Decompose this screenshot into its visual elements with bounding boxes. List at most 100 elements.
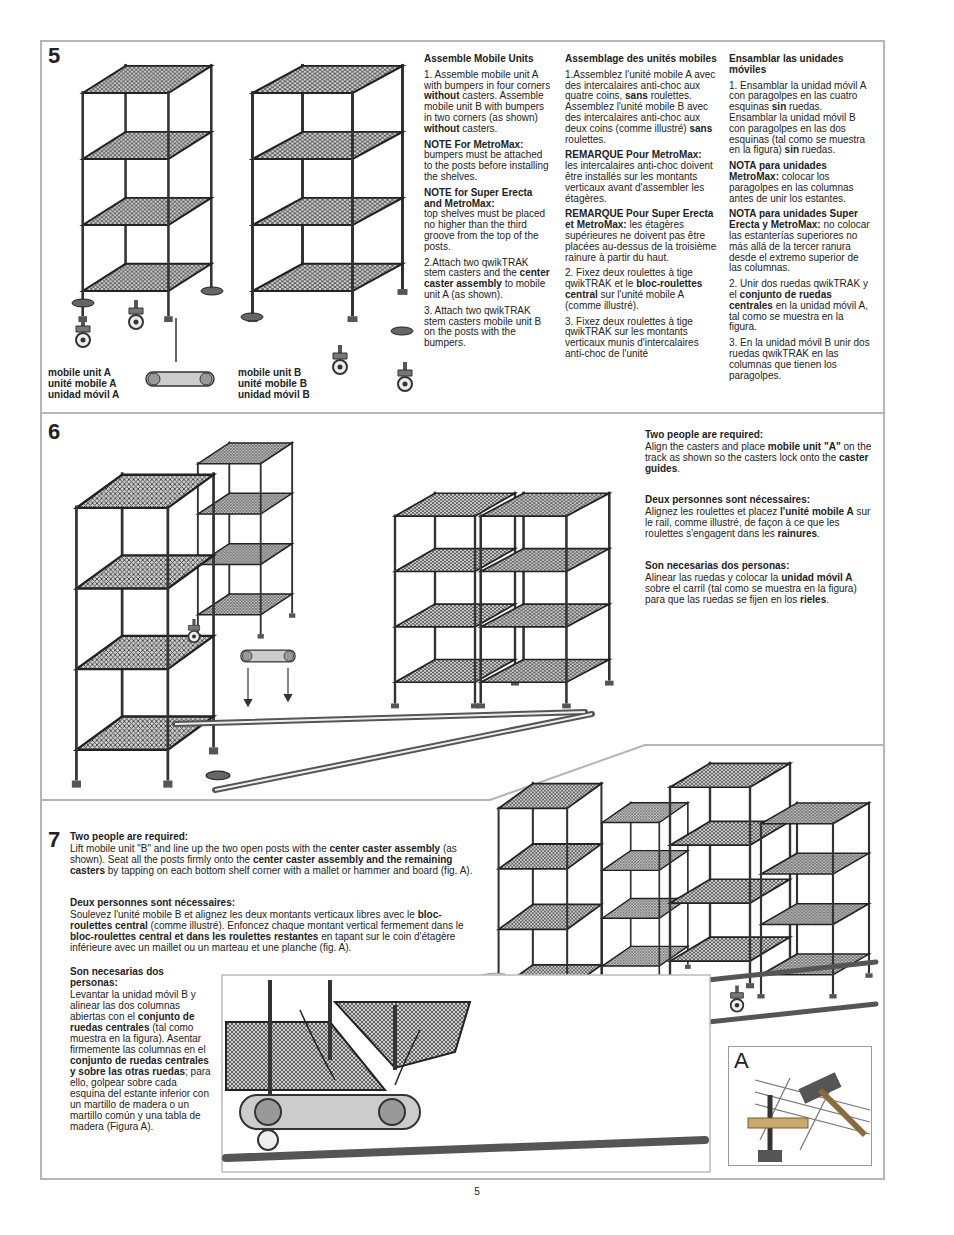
bold-text: sans	[690, 123, 713, 134]
paragraph: Soulevez l'unité mobile B et alignez les…	[70, 909, 482, 953]
body-text: Align the casters and place	[645, 441, 765, 452]
bold-text: Deux personnes sont nécessaires:	[70, 897, 235, 908]
bold-text: Two people are required:	[70, 831, 188, 842]
paragraph: Alignez les roulettes et placez l'unité …	[645, 506, 873, 539]
body-text: .	[817, 528, 820, 539]
paragraph: Align the casters and place mobile unit …	[645, 441, 873, 474]
bold-text: sin	[772, 101, 786, 112]
body-text: 2.Attach two qwikTRAK stem casters and t…	[424, 257, 528, 279]
bold-text: Assemblage des unités mobiles	[565, 53, 717, 64]
paragraph: A	[734, 1049, 758, 1073]
bold-text: 7	[48, 827, 60, 852]
paragraph: Ensamblar las unidades móviles	[729, 54, 871, 76]
bold-text: without	[424, 123, 460, 134]
page-number: 5	[467, 1186, 487, 1197]
paragraph: NOTE For MetroMax:bumpers must be attach…	[424, 140, 552, 183]
bold-text: mobile unit "A"	[768, 441, 841, 452]
body-text: .	[677, 463, 680, 474]
text-column: mobile unit B unité mobile B unidad móvi…	[238, 367, 326, 400]
bold-text: without	[424, 90, 460, 101]
body-text: bumpers must be attached to the posts be…	[424, 149, 549, 182]
body-text: Lift mobile unit "B" and line up the two…	[70, 843, 327, 854]
paragraph: 2. Fixez deux roulettes à tige qwikTRAK …	[565, 268, 717, 311]
bold-text: rainures	[778, 528, 817, 539]
bold-text: mobile unit B unité mobile B unidad móvi…	[238, 367, 310, 400]
body-text: roulettes.	[565, 134, 606, 145]
paragraph: 2. Unir dos ruedas qwikTRAK y el conjunt…	[729, 279, 871, 333]
bold-text: 5	[48, 43, 60, 68]
bold-text: sin	[785, 144, 799, 155]
paragraph: mobile unit A unité mobile A unidad móvi…	[48, 367, 136, 400]
bold-text: 6	[48, 419, 60, 444]
body-text: les intercalaires anti-choc doivent être…	[565, 160, 713, 203]
paragraph: NOTA para unidades Super Erecta y MetroM…	[729, 209, 871, 274]
bold-text: Assemble Mobile Units	[424, 53, 533, 64]
paragraph: 1. Assemble mobile unit A with bumpers i…	[424, 70, 552, 135]
body-text: Soulevez l'unité mobile B et alignez les…	[70, 909, 415, 920]
bold-text: unidad móvil A	[781, 572, 852, 583]
text-column: 5	[48, 44, 88, 68]
body-text: 3. En la unidad móvil B unir dos ruedas …	[729, 337, 870, 380]
paragraph: 1. Ensamblar la unidad móvil A con parag…	[729, 81, 871, 157]
text-column: Two people are required:Align the caster…	[645, 429, 873, 474]
paragraph: Two people are required:	[70, 831, 482, 842]
bold-text: NOTE For MetroMax:	[424, 140, 552, 151]
bold-text: REMARQUE Pour MetroMax:	[565, 149, 702, 160]
paragraph: Deux personnes sont nécessaires:	[70, 897, 482, 908]
paragraph: Deux personnes sont nécessaires:	[645, 494, 873, 505]
bold-text: mobile unit A unité mobile A unidad móvi…	[48, 367, 119, 400]
body-text: by tapping on each bottom shelf corner w…	[108, 865, 473, 876]
text-column: Deux personnes sont nécessaires:Soulevez…	[70, 897, 482, 953]
body-text: Alinear las ruedas y colocar la	[645, 572, 778, 583]
step-panel: 6 Two people are required:Align the caste…	[41, 413, 884, 800]
text-column: A	[734, 1049, 758, 1073]
body-text: 1. Assemble mobile unit A with bumpers i…	[424, 69, 550, 91]
text-column: Assemblage des unités mobiles 1.Assemblez…	[565, 54, 717, 360]
bold-text: bloc-roulettes central et dans les roule…	[70, 931, 318, 942]
paragraph: mobile unit B unité mobile B unidad móvi…	[238, 367, 326, 400]
text-column: 6	[48, 420, 88, 444]
text-column: mobile unit A unité mobile A unidad móvi…	[48, 367, 136, 400]
paragraph: Son necesarias dos personas:	[70, 966, 214, 988]
paragraph: Lift mobile unit "B" and line up the two…	[70, 843, 482, 876]
paragraph: 3. En la unidad móvil B unir dos ruedas …	[729, 338, 871, 381]
paragraph: Two people are required:	[645, 429, 873, 440]
body-text: 3. Fixez deux roulettes à tige qwikTRAK …	[565, 316, 699, 359]
body-text: A	[734, 1048, 749, 1073]
paragraph: Assemblage des unités mobiles	[565, 54, 717, 65]
body-text: .	[826, 594, 829, 605]
text-column: Two people are required:Lift mobile unit…	[70, 831, 482, 876]
figure-inset: A	[728, 1046, 872, 1166]
body-text: 3. Attach two qwikTRAK stem casters mobi…	[424, 305, 541, 348]
body-text: Alignez les roulettes et placez	[645, 506, 777, 517]
text-column: Son necesarias dos personas:Alinear las …	[645, 560, 873, 605]
bold-text: Two people are required:	[645, 429, 763, 440]
step-panel: 5 mobile unit A unité mobile A unidad móv…	[41, 41, 884, 413]
paragraph: 3. Attach two qwikTRAK stem casters mobi…	[424, 306, 552, 349]
paragraph: NOTE for Super Erecta and MetroMax:top s…	[424, 188, 552, 253]
paragraph: REMARQUE Pour Super Erecta et MetroMax: …	[565, 209, 717, 263]
paragraph: Son necesarias dos personas:	[645, 560, 873, 571]
paragraph: 3. Fixez deux roulettes à tige qwikTRAK …	[565, 317, 717, 360]
bold-text: NOTE for Super Erecta and MetroMax:	[424, 188, 552, 210]
step-panel: 7 Two people are required:Lift mobile uni…	[41, 745, 884, 1179]
paragraph: Alinear las ruedas y colocar la unidad m…	[645, 572, 873, 605]
paragraph: 5	[48, 44, 88, 68]
paragraph: 6	[48, 420, 88, 444]
body-text: (comme illustré). Enfoncez chaque montan…	[151, 920, 464, 931]
paragraph: 2.Attach two qwikTRAK stem casters and t…	[424, 258, 552, 301]
bold-text: l'unité mobile A	[780, 506, 854, 517]
bold-text: Son necesarias dos personas:	[645, 560, 790, 571]
text-column: Assemble Mobile Units 1. Assemble mobile …	[424, 54, 552, 349]
text-column: Deux personnes sont nécessaires:Alignez …	[645, 494, 873, 539]
paragraph: REMARQUE Pour MetroMax: les intercalaire…	[565, 150, 717, 204]
bold-text: Ensamblar las unidades móviles	[729, 53, 844, 75]
bold-text: center caster assembly	[329, 843, 440, 854]
paragraph: Assemble Mobile Units	[424, 54, 552, 65]
bold-text: rieles	[800, 594, 826, 605]
bold-text: Deux personnes sont nécessaires:	[645, 494, 810, 505]
paragraph: 1.Assemblez l'unité mobile A avec des in…	[565, 70, 717, 146]
bold-text: sans	[625, 90, 648, 101]
bold-text: Son necesarias dos personas:	[70, 966, 164, 988]
